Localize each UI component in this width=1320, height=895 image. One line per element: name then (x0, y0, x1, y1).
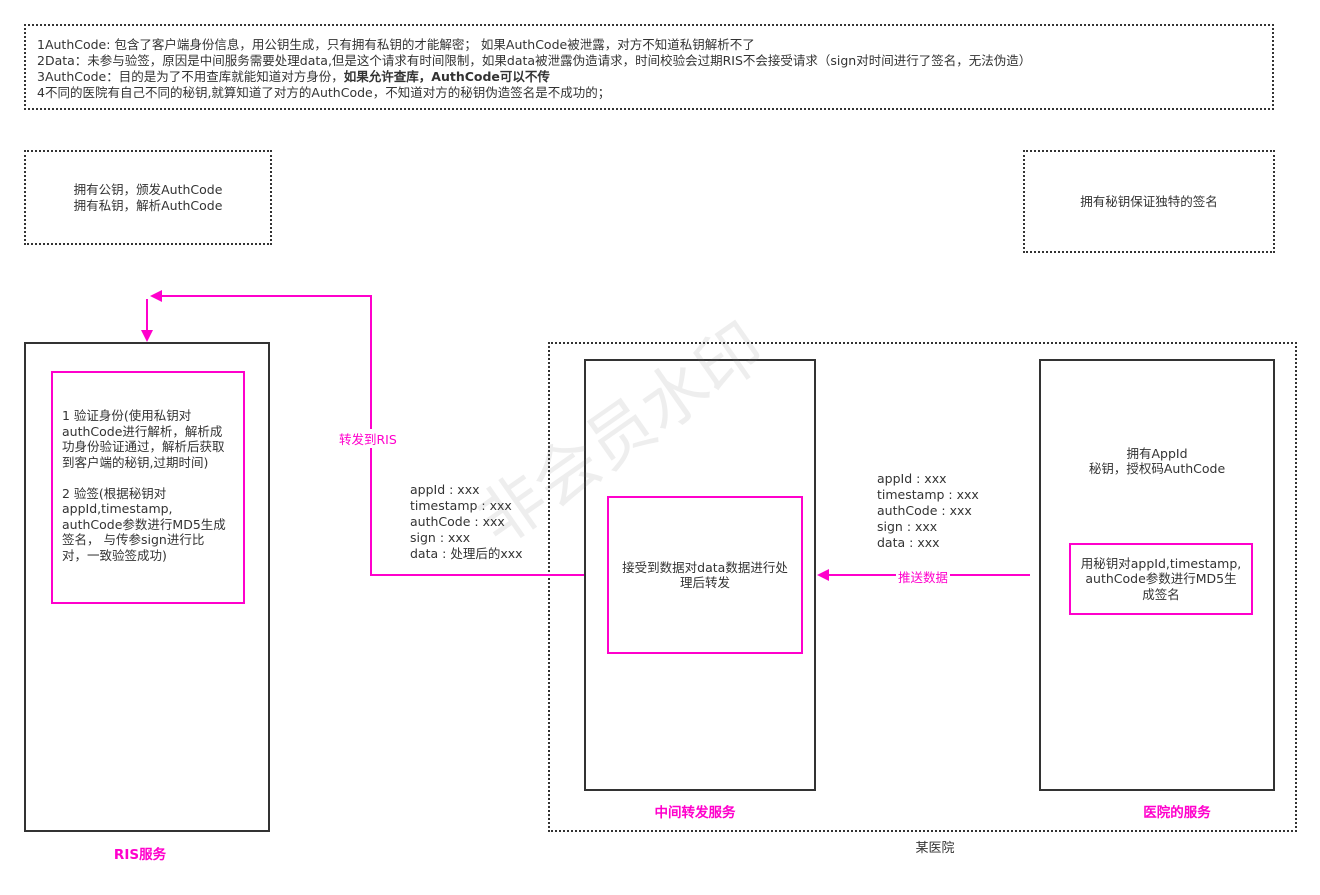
push-arrow-head (817, 569, 829, 581)
middle-service-box (584, 359, 816, 791)
hospital-service-title: 医院的服务 (1143, 805, 1211, 821)
hospital-service-header: 拥有AppId 秘钥，授权码AuthCode (1088, 445, 1226, 477)
ris-verify-box: 1 验证身份(使用私钥对 authCode进行解析，解析成 功身份验证通过，解析… (51, 371, 245, 604)
note-line-4: 4不同的医院有自己不同的秘钥,就算知道了对方的AuthCode，不知道对方的秘钥… (37, 85, 611, 100)
ris-keys-note: 拥有公钥，颁发AuthCode 拥有私钥，解析AuthCode (24, 150, 272, 245)
hospital-service-box: 拥有AppId 秘钥，授权码AuthCode (1039, 359, 1275, 791)
ris-service-title: RIS服务 (113, 847, 167, 863)
note-line-2: 2Data：未参与验签，原因是中间服务需要处理data,但是这个请求有时间限制，… (37, 53, 1032, 68)
hospital-sign-box: 用秘钥对appId,timestamp, authCode参数进行MD5生 成签… (1069, 543, 1253, 615)
push-arrow-label: 推送数据 (896, 567, 951, 586)
notes-box: 1AuthCode: 包含了客户端身份信息，用公钥生成，只有拥有私钥的才能解密；… (24, 24, 1274, 110)
forward-arrow-label: 转发到RIS (337, 429, 399, 448)
note-line-3-bold: 如果允许查库，AuthCode可以不传 (343, 69, 550, 84)
note-line-3-normal: 3AuthCode：目的是为了不用查库就能知道对方身份， (37, 69, 344, 84)
middle-service-title: 中间转发服务 (654, 805, 736, 821)
ris-service-box (24, 342, 270, 832)
note-line-1: 1AuthCode: 包含了客户端身份信息，用公钥生成，只有拥有私钥的才能解密；… (37, 37, 755, 52)
hospital-group (548, 342, 1297, 832)
push-params: appId : xxx timestamp : xxx authCode : x… (877, 471, 979, 550)
ris-verify-text: 1 验证身份(使用私钥对 authCode进行解析，解析成 功身份验证通过，解析… (62, 408, 226, 563)
middle-process-box: 接受到数据对data数据进行处 理后转发 (607, 496, 803, 654)
forward-arrow-head (150, 290, 162, 302)
ris-entry-arrow-head (141, 330, 153, 342)
note-line-3: 3AuthCode：目的是为了不用查库就能知道对方身份，如果允许查库，AuthC… (37, 69, 550, 85)
forward-params: appId : xxx timestamp : xxx authCode : x… (410, 482, 523, 561)
hospital-key-note: 拥有秘钥保证独特的签名 (1023, 150, 1275, 253)
hospital-group-title: 某医院 (915, 841, 955, 856)
